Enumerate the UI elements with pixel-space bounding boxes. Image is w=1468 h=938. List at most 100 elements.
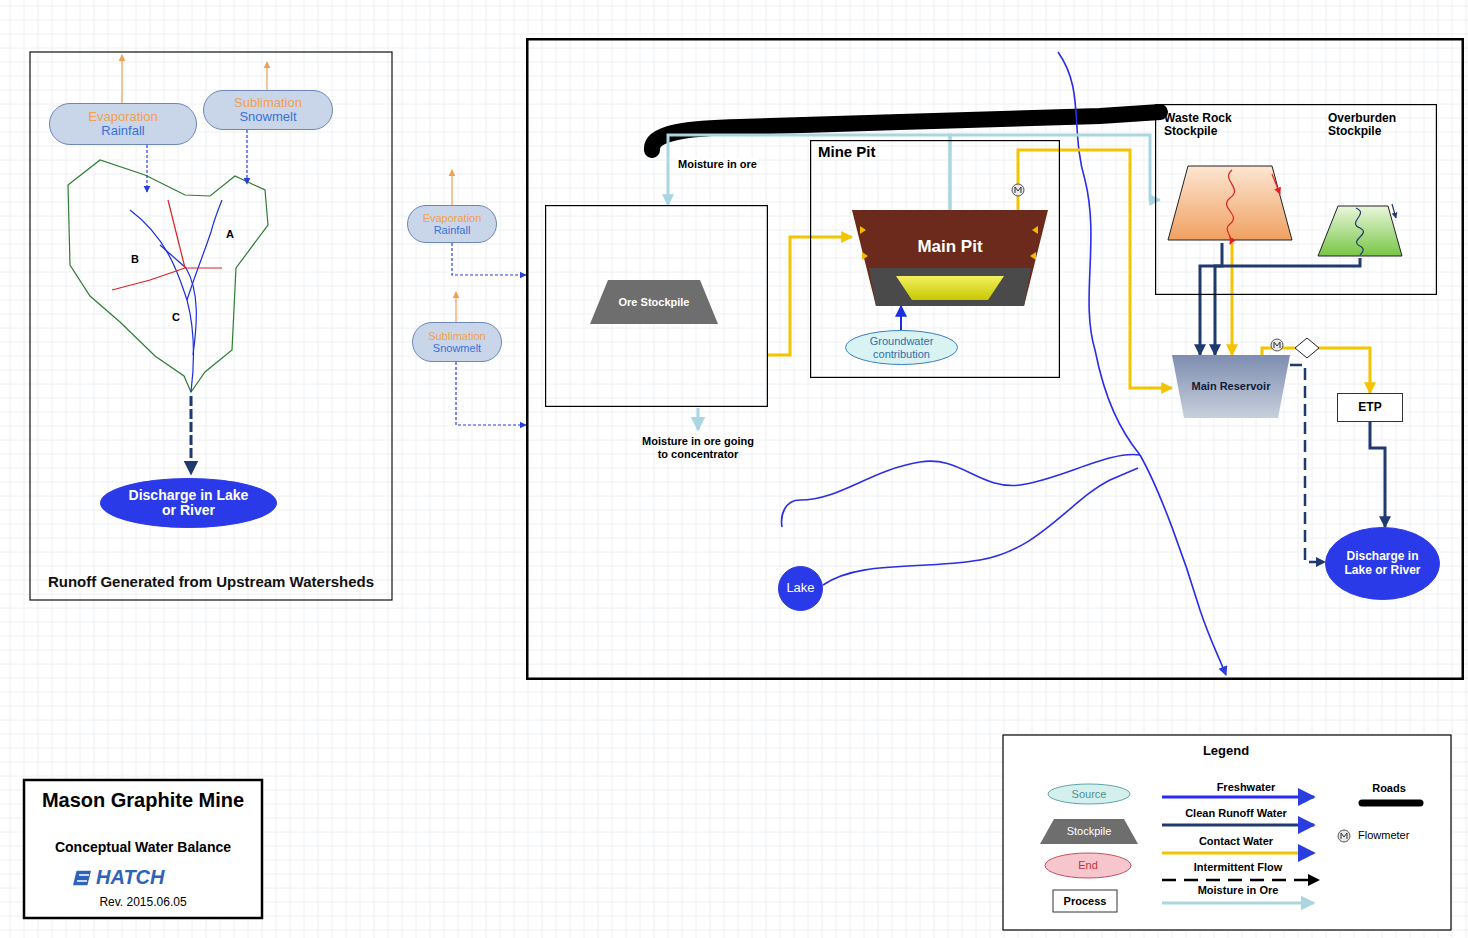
source-pill: EvaporationRainfall [49,103,197,145]
stockpile-trapezoid: Waste Rock Stockpile [1160,108,1300,243]
text-area: Ore Stockpile [590,280,718,324]
node-text: Main Reservoir [1192,380,1271,392]
text-area: Discharge in Lake or River [1325,527,1440,600]
flow-note: Moisture in ore going to concentrator [640,435,756,460]
node-text: Overburden Stockpile [1328,112,1428,138]
process-box: Ore Stockpile [545,205,768,407]
source-ellipse: Groundwater contribution [845,330,958,365]
subtitle: Conceptual Water Balance [30,839,256,855]
flow-connector [1200,243,1222,355]
legend-sample [1045,853,1131,878]
flowmeter-symbol [1271,339,1283,351]
subbasin-label: B [127,253,143,266]
text-area: Waste Rock Stockpile [1160,108,1300,243]
legend-text: Roads [1360,781,1418,795]
node-text: Discharge in Lake or River [1338,550,1428,576]
subbasin-label: C [168,311,184,324]
company-logo: HATCH [96,866,216,889]
node-text: Runoff Generated from Upstream Watershed… [48,574,374,591]
legend-text: Process [1053,890,1117,912]
process-box: ETP [1337,393,1403,422]
watershed-panel: Runoff Generated from Upstream Watershed… [30,52,392,600]
node-text: Sublimation [234,96,302,110]
flow-connector [452,243,526,275]
node-text: Waste Rock Stockpile [1164,112,1256,138]
node-text: Mine Pit [818,144,876,161]
text-area [526,38,1464,680]
legend-text: Flowmeter [1358,828,1428,842]
stockpile-trapezoid: Ore Stockpile [590,280,718,324]
legend-sample [1162,879,1314,882]
process-box: Waste Rock Stockpile Overburden Stockpile [1155,104,1437,295]
legend-sample [1162,796,1314,799]
flowmeter-symbol [1338,830,1350,842]
legend-sample [1162,824,1314,827]
flowmeter-symbol [1012,184,1024,196]
text-area: SublimationSnowmelt [412,322,502,362]
process-box: Mine PitMain PitGroundwater contribution [810,140,1060,378]
text-area: SublimationSnowmelt [203,90,333,130]
flow-connector [1231,243,1234,355]
reservoir-trapezoid: Main Reservoir [1172,355,1290,418]
legend-sample [1162,902,1314,905]
legend-text: End [1045,853,1131,878]
node-text: Snowmelt [239,110,296,124]
lake-circle: Lake [778,566,823,611]
mine-site-frame: Ore Stockpile Mine PitMain PitGroundwater… [526,38,1464,680]
diagram-title: Mason Graphite Mine [28,789,258,812]
end-ellipse: Discharge in Lake or River [100,478,277,528]
node-text: Rainfall [101,124,144,138]
source-pill: SublimationSnowmelt [412,322,502,362]
node-text: Lake [786,581,814,595]
legend-text: Freshwater [1176,780,1316,794]
node-text: Snowmelt [433,342,481,354]
mine-site-frame-outline [526,38,1464,680]
pit-trapezoid-outline [852,210,1048,306]
text-area: Discharge in Lake or River [100,478,277,528]
revision-note: Rev. 2015.06.05 [30,896,256,910]
legend-sample [1162,852,1314,855]
legend-sample [1053,890,1117,912]
end-ellipse: Discharge in Lake or River [1325,527,1440,600]
text-area: EvaporationRainfall [49,103,197,145]
subbasin-label: A [222,228,238,241]
legend-text: Moisture in Ore [1174,883,1302,897]
stockpile-trapezoid: Overburden Stockpile [1316,108,1434,258]
node-text: ETP [1358,401,1381,414]
node-text: Rainfall [434,224,471,236]
node-text: Evaporation [88,110,157,124]
pit-trapezoid: Main Pit [852,210,1048,306]
legend-text: Clean Runoff Water [1166,806,1306,820]
edge-label: Moisture in ore [676,158,759,171]
flow-connector [668,135,950,210]
flow-connector [1370,422,1385,527]
legend-sample [1362,800,1420,807]
legend-sample [1040,819,1138,844]
node-text: Groundwater contribution [861,335,943,359]
text-area: Main Pit [852,210,1048,306]
flow-connector [900,306,902,330]
source-pill: EvaporationRainfall [407,205,497,243]
legend-text: Intermittent Flow [1170,860,1306,874]
text-area: Main Reservoir [1172,355,1290,418]
text-area: Groundwater contribution [845,330,958,365]
flow-connector [456,362,526,425]
text-area: EvaporationRainfall [407,205,497,243]
legend-text: Source [1048,784,1130,804]
flow-connector [1290,365,1325,562]
legend-text: Contact Water [1176,834,1296,848]
node-text: Discharge in Lake or River [124,488,254,519]
node-text: Main Pit [917,238,982,257]
node-text: Sublimation [428,330,485,342]
node-text: Ore Stockpile [619,296,690,308]
source-pill: SublimationSnowmelt [203,90,333,130]
node-text: Evaporation [423,212,482,224]
text-area: Overburden Stockpile [1316,108,1434,258]
text-area: ETP [1337,393,1403,422]
legend-text: Stockpile [1040,819,1138,844]
legend-title: Legend [1186,744,1266,759]
flow-connector [1215,258,1360,355]
text-area: Lake [778,566,823,611]
legend-sample [1048,784,1130,804]
flow-connector [1018,150,1172,388]
